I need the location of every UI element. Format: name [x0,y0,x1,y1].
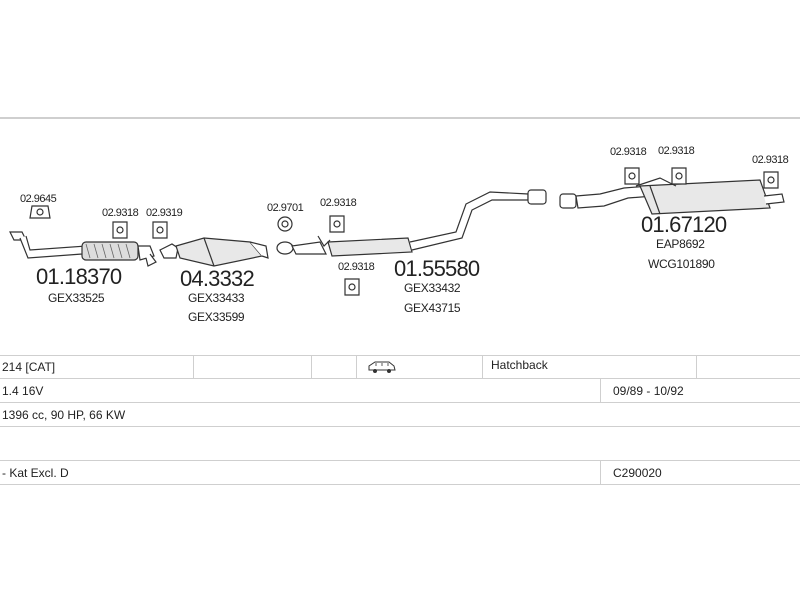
part-code: 02.9318 [102,207,139,219]
assembly-number: 01.67120 [641,212,727,237]
empty-cell [0,427,800,460]
part-code: 02.9318 [338,261,375,273]
assembly-ref: WCG101890 [648,257,715,271]
middle-silencer-pipe[interactable] [276,189,547,257]
hanger-icon [29,205,51,219]
table-row: - Kat Excl. D C290020 [0,461,800,485]
assembly-ref: GEX33525 [48,291,105,305]
hanger-icon [329,215,345,233]
exhaust-diagram [9,167,785,296]
part-code: 02.9701 [267,202,304,214]
code-label: C290020 [613,465,662,480]
table-row [0,427,800,461]
body-type-cell: Hatchback [482,356,696,378]
assembly-ref: GEX43715 [404,301,461,315]
note-cell: - Kat Excl. D [0,461,600,484]
part-code: 02.9318 [658,145,695,157]
hanger-icon [763,171,779,189]
hanger-icon [671,167,687,185]
code-cell: C290020 [600,461,800,484]
front-pipe[interactable] [9,231,157,267]
table-row: 1396 cc, 90 HP, 66 KW [0,403,800,427]
note-label: - Kat Excl. D [2,465,69,480]
catalytic-converter[interactable] [159,237,269,267]
part-code: 02.9318 [320,197,357,209]
assembly-ref: EAP8692 [656,237,705,251]
years-label: 09/89 - 10/92 [613,383,684,398]
assembly-ref: GEX33599 [188,310,245,324]
assembly-number: 04.3332 [180,266,255,291]
part-code: 02.9318 [610,146,647,158]
years-cell: 09/89 - 10/92 [600,379,800,402]
top-border [0,117,800,119]
table-row: 214 [CAT] Hatchback [0,355,800,379]
empty-cell [696,356,800,378]
engine-cell: 1.4 16V [0,379,600,402]
rear-silencer[interactable] [559,177,785,215]
hanger-icon [277,216,293,232]
assembly-ref: GEX33433 [188,291,245,305]
assembly-number: 01.55580 [394,256,480,281]
part-code: 02.9319 [146,207,183,219]
hanger-icon [112,221,128,239]
table-row: 1.4 16V 09/89 - 10/92 [0,379,800,403]
part-code: 02.9318 [752,154,789,166]
specs-label: 1396 cc, 90 HP, 66 KW [2,407,126,422]
model-cell: 214 [CAT] [0,356,193,378]
specs-cell: 1396 cc, 90 HP, 66 KW [0,403,800,426]
part-code: 02.9645 [20,193,57,205]
hanger-icon [344,278,360,296]
empty-cell [193,356,311,378]
empty-cell [311,356,356,378]
assembly-number: 01.18370 [36,264,122,289]
hanger-icon [624,167,640,185]
hanger-icon [152,221,168,239]
model-label: 214 [CAT] [2,360,56,374]
body-type-label: Hatchback [491,358,548,372]
car-icon-cell [356,356,482,378]
car-icon [368,361,396,373]
engine-label: 1.4 16V [2,383,44,398]
assembly-ref: GEX33432 [404,281,461,295]
hangers [29,167,779,296]
